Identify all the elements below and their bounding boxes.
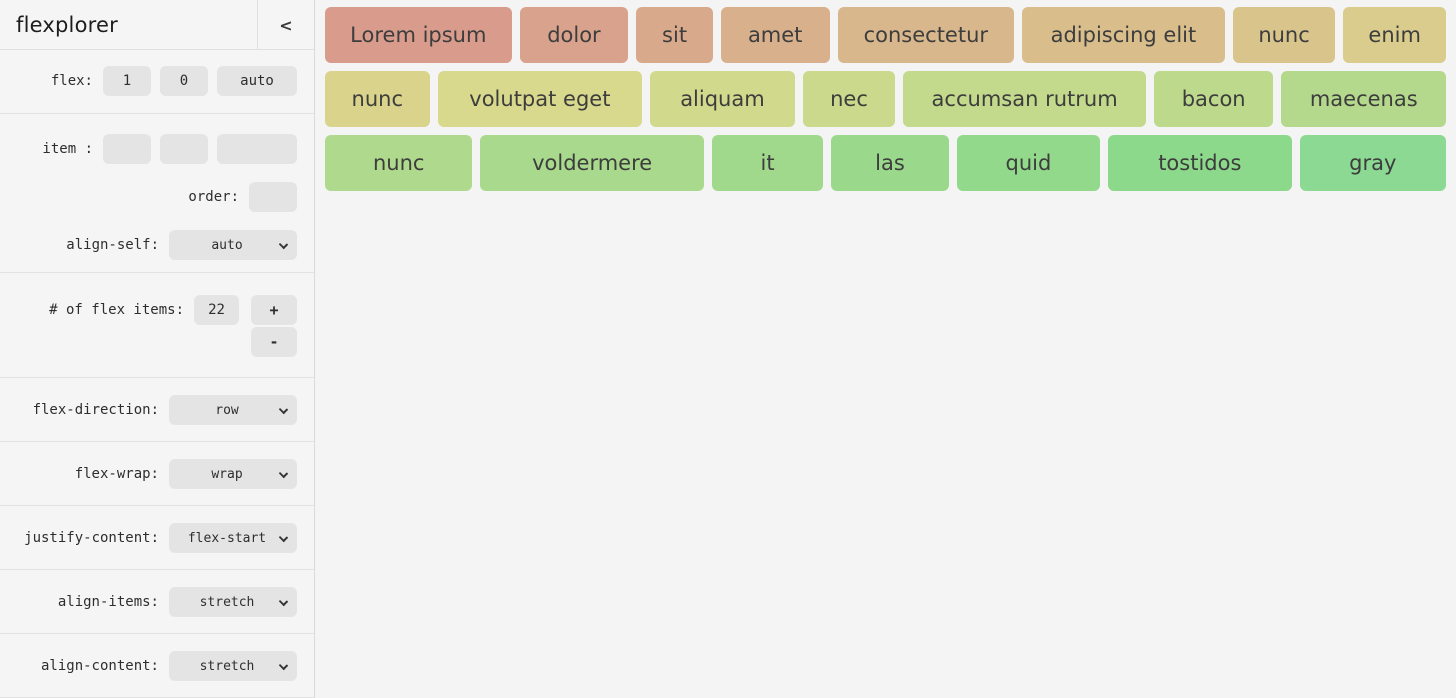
chevron-down-icon: [278, 404, 289, 415]
align-content-select[interactable]: stretch: [169, 651, 297, 681]
section-flex-direction: flex-direction: row: [0, 378, 314, 442]
chevron-down-icon: [278, 596, 289, 607]
order-input[interactable]: [249, 182, 297, 212]
flex-item[interactable]: enim: [1343, 7, 1446, 63]
flex-item[interactable]: maecenas: [1281, 71, 1447, 127]
chevron-down-icon: [278, 239, 289, 250]
flex-item[interactable]: dolor: [519, 7, 629, 63]
flex-basis-input[interactable]: [217, 66, 297, 96]
section-align-content: align-content: stretch: [0, 634, 314, 698]
item-flex-basis-input[interactable]: [217, 134, 297, 164]
flex-item[interactable]: voldermere: [480, 135, 704, 191]
section-align-items: align-items: stretch: [0, 570, 314, 634]
justify-content-label: justify-content:: [24, 530, 159, 546]
section-justify-content: justify-content: flex-start: [0, 506, 314, 570]
justify-content-select[interactable]: flex-start: [169, 523, 297, 553]
item-label: item :: [42, 141, 93, 157]
flex-item[interactable]: volutpat eget: [437, 71, 643, 127]
flex-item[interactable]: gray: [1299, 135, 1446, 191]
sidebar-header: flexplorer <: [0, 0, 314, 50]
flex-shrink-input[interactable]: [160, 66, 208, 96]
flex-item[interactable]: nec: [802, 71, 896, 127]
flex-item[interactable]: accumsan rutrum: [903, 71, 1146, 127]
flex-items-count-label: # of flex items:: [49, 302, 184, 318]
flex-item[interactable]: it: [711, 135, 824, 191]
align-content-label: align-content:: [40, 658, 159, 674]
section-item: item : order: align-self: auto: [0, 114, 314, 273]
section-count: # of flex items: + -: [0, 273, 314, 378]
flex-items-count-input[interactable]: [194, 295, 239, 325]
item-flex-shrink-input[interactable]: [160, 134, 208, 164]
collapse-sidebar-button[interactable]: <: [257, 0, 314, 50]
order-label: order:: [188, 189, 239, 205]
flex-item[interactable]: sit: [636, 7, 713, 63]
flex-item[interactable]: amet: [720, 7, 830, 63]
flex-item[interactable]: tostidos: [1108, 135, 1292, 191]
section-flex-wrap: flex-wrap: wrap: [0, 442, 314, 506]
chevron-down-icon: [278, 532, 289, 543]
remove-item-button[interactable]: -: [251, 327, 297, 357]
align-self-label: align-self:: [66, 237, 159, 253]
flex-item[interactable]: quid: [956, 135, 1101, 191]
flex-wrap-select[interactable]: wrap: [169, 459, 297, 489]
align-self-select[interactable]: auto: [169, 230, 297, 260]
chevron-down-icon: [278, 468, 289, 479]
chevron-down-icon: [278, 660, 289, 671]
flex-item[interactable]: nunc: [1232, 7, 1336, 63]
flex-direction-label: flex-direction:: [32, 402, 159, 418]
flex-wrap-label: flex-wrap:: [74, 466, 159, 482]
align-items-select[interactable]: stretch: [169, 587, 297, 617]
flex-direction-select[interactable]: row: [169, 395, 297, 425]
item-flex-grow-input[interactable]: [103, 134, 151, 164]
flex-label: flex:: [50, 73, 93, 89]
add-item-button[interactable]: +: [251, 295, 297, 325]
flex-item[interactable]: aliquam: [650, 71, 795, 127]
app-title: flexplorer: [16, 12, 118, 37]
flex-item[interactable]: las: [831, 135, 949, 191]
align-items-label: align-items:: [57, 594, 159, 610]
flex-item[interactable]: nunc: [325, 135, 473, 191]
flex-grow-input[interactable]: [103, 66, 151, 96]
flex-item[interactable]: adipiscing elit: [1022, 7, 1225, 63]
chevron-left-icon: <: [279, 15, 293, 35]
flex-item[interactable]: consectetur: [837, 7, 1015, 63]
flex-item[interactable]: bacon: [1153, 71, 1274, 127]
flex-item[interactable]: Lorem ipsum: [325, 7, 512, 63]
section-flex: flex:: [0, 50, 314, 114]
sidebar: flexplorer < flex: item : order: align-s…: [0, 0, 315, 698]
flex-item[interactable]: nunc: [325, 71, 430, 127]
